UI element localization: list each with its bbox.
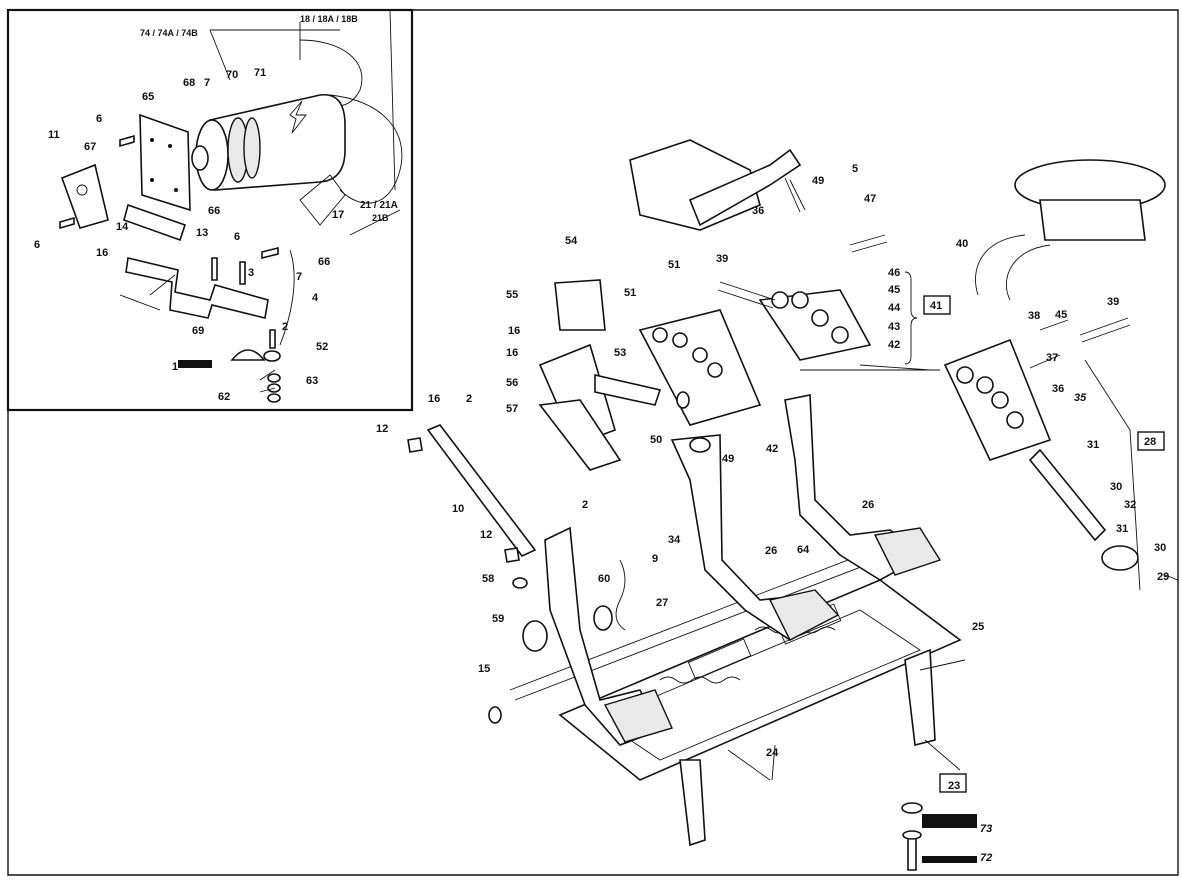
boxed-callout-41: 41 xyxy=(930,300,942,312)
main-callout-42: 42 xyxy=(888,339,900,351)
main-callout-45: 45 xyxy=(1055,309,1067,321)
main-callout-50: 50 xyxy=(650,434,662,446)
main-callout-51: 51 xyxy=(668,259,680,271)
inset-callout-65: 65 xyxy=(142,91,154,103)
main-callout-64: 64 xyxy=(797,544,810,556)
main-callout-29: 29 xyxy=(1157,571,1169,583)
main-callout-39: 39 xyxy=(716,253,728,265)
outer-frame xyxy=(7,9,1179,876)
main-callout-45: 45 xyxy=(888,284,900,296)
inset-callout-17: 17 xyxy=(332,209,344,221)
inset-callout-13: 13 xyxy=(196,227,208,239)
main-callout-42: 42 xyxy=(766,443,778,455)
main-callout-51: 51 xyxy=(624,287,636,299)
inset-callout-70: 70 xyxy=(226,69,238,81)
main-callout-36: 36 xyxy=(752,205,764,217)
main-callout-27: 27 xyxy=(656,597,668,609)
main-callout-60: 60 xyxy=(598,573,610,585)
main-callout-12: 12 xyxy=(480,529,492,541)
boxed-callout-frame xyxy=(939,773,967,793)
main-callout-39: 39 xyxy=(1107,296,1119,308)
main-callout-24: 24 xyxy=(766,747,779,759)
main-callout-16: 16 xyxy=(428,393,440,405)
inset-callout-4: 4 xyxy=(312,292,319,304)
callout-21b: 21B xyxy=(372,213,389,223)
inset-callout-6: 6 xyxy=(96,113,102,125)
callout-labels: 74 / 74A / 74B 18 / 18A / 18B 21 / 21A 21B 6… xyxy=(34,14,1169,864)
inset-drawing xyxy=(59,9,403,403)
main-callout-37: 37 xyxy=(1046,352,1058,364)
inset-callout-1: 1 xyxy=(172,361,178,373)
inset-callout-67: 67 xyxy=(84,141,96,153)
main-callout-31: 31 xyxy=(1087,439,1099,451)
main-callout-73: 73 xyxy=(980,823,992,835)
main-callout-26: 26 xyxy=(765,545,777,557)
main-callout-47: 47 xyxy=(864,193,876,205)
boxed-callout-frame xyxy=(923,295,951,315)
main-callout-44: 44 xyxy=(888,302,901,314)
main-callout-46: 46 xyxy=(888,267,900,279)
main-callout-58: 58 xyxy=(482,573,494,585)
main-callout-56: 56 xyxy=(506,377,518,389)
main-callout-38: 38 xyxy=(1028,310,1040,322)
callout-18: 18 / 18A / 18B xyxy=(300,14,358,24)
main-callout-26: 26 xyxy=(862,499,874,511)
callout-21: 21 / 21A xyxy=(360,200,398,211)
main-callout-5: 5 xyxy=(852,163,858,175)
main-callout-72: 72 xyxy=(980,852,992,864)
main-callout-9: 9 xyxy=(652,553,658,565)
main-callout-12: 12 xyxy=(376,423,388,435)
inset-callout-14: 14 xyxy=(116,221,129,233)
main-callout-40: 40 xyxy=(956,238,968,250)
inset-callout-7: 7 xyxy=(204,77,210,89)
inset-callout-71: 71 xyxy=(254,67,266,79)
inset-callout-62: 62 xyxy=(218,391,230,403)
inset-callout-66: 66 xyxy=(318,256,330,268)
inset-frame xyxy=(6,8,414,412)
main-callout-30: 30 xyxy=(1154,542,1166,554)
main-callout-43: 43 xyxy=(888,321,900,333)
main-callout-49: 49 xyxy=(812,175,824,187)
boxed-callout-28: 28 xyxy=(1144,436,1156,448)
inset-callout-16: 16 xyxy=(96,247,108,259)
inset-callout-68: 68 xyxy=(183,77,195,89)
main-callout-55: 55 xyxy=(506,289,518,301)
boxed-callout-frame xyxy=(1137,431,1165,451)
main-drawing xyxy=(407,139,1179,871)
main-callout-30: 30 xyxy=(1110,481,1122,493)
main-callout-2: 2 xyxy=(582,499,588,511)
inset-callout-66: 66 xyxy=(208,205,220,217)
main-callout-59: 59 xyxy=(492,613,504,625)
inset-callout-52: 52 xyxy=(316,341,328,353)
main-callout-23: 23 xyxy=(948,780,960,792)
inset-callout-6: 6 xyxy=(34,239,40,251)
main-callout-2: 2 xyxy=(466,393,472,405)
main-callout-57: 57 xyxy=(506,403,518,415)
main-callout-25: 25 xyxy=(972,621,984,633)
main-callout-16: 16 xyxy=(506,347,518,359)
inset-callout-6: 6 xyxy=(234,231,240,243)
main-callout-53: 53 xyxy=(614,347,626,359)
main-callout-16: 16 xyxy=(508,325,520,337)
inset-callout-11: 11 xyxy=(48,129,60,141)
inset-callout-7: 7 xyxy=(296,271,302,283)
inset-callout-2: 2 xyxy=(282,321,288,333)
main-callout-36: 36 xyxy=(1052,383,1064,395)
main-callout-49: 49 xyxy=(722,453,734,465)
inset-callout-3: 3 xyxy=(248,267,254,279)
main-callout-54: 54 xyxy=(565,235,578,247)
inset-callout-63: 63 xyxy=(306,375,318,387)
main-callout-31: 31 xyxy=(1116,523,1128,535)
callout-74: 74 / 74A / 74B xyxy=(140,28,198,38)
main-callout-32: 32 xyxy=(1124,499,1136,511)
main-callout-35: 35 xyxy=(1074,392,1087,404)
main-callout-34: 34 xyxy=(668,534,681,546)
inset-callout-69: 69 xyxy=(192,325,204,337)
main-callout-15: 15 xyxy=(478,663,490,675)
main-callout-10: 10 xyxy=(452,503,464,515)
